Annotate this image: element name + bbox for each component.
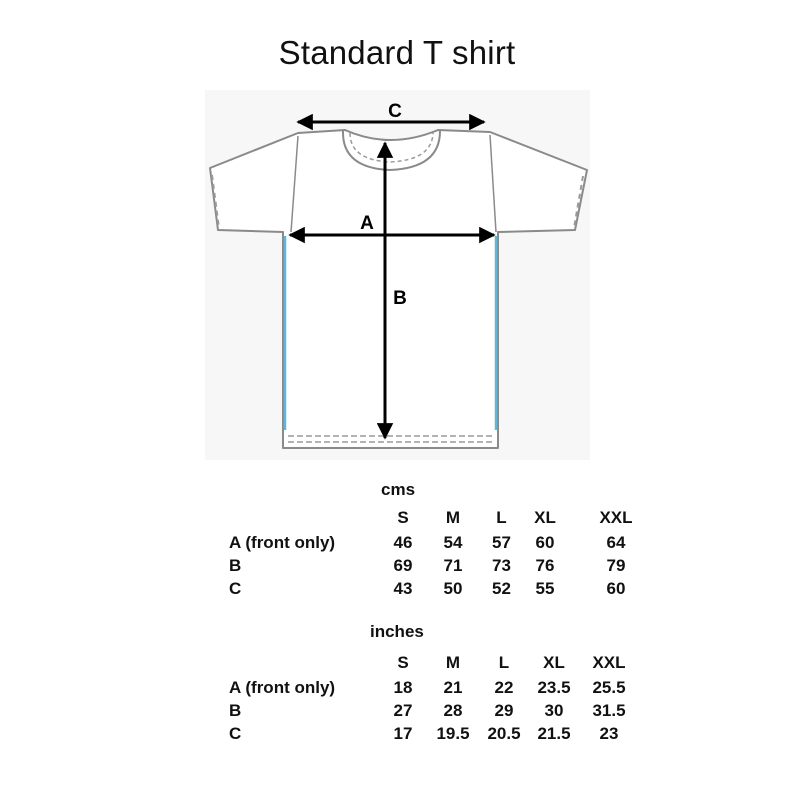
table-cell: 23 (599, 724, 619, 743)
measure-b-label: B (393, 288, 407, 309)
table-cell: 22 (494, 678, 514, 697)
table-cell: 64 (606, 533, 626, 552)
table-cell: 30 (544, 701, 564, 720)
table-cell: 71 (443, 556, 463, 575)
size-header: XXL (592, 653, 626, 672)
table-cell: 46 (393, 533, 413, 552)
table-cell: 50 (443, 579, 463, 598)
cms-size-table: S M L XL XXL A (front only) 46 54 57 60 … (229, 504, 666, 600)
table-cell: 27 (393, 701, 413, 720)
table-cell: 23.5 (537, 678, 571, 697)
table-cell: 73 (492, 556, 511, 575)
row-label: A (front only) (229, 678, 336, 697)
table-cell: 60 (535, 533, 555, 552)
table-cell: 31.5 (592, 701, 626, 720)
cms-unit-label: cms (381, 480, 416, 499)
table-cell: 60 (606, 579, 626, 598)
inches-unit-label: inches (370, 622, 424, 641)
table-row: A (front only) 18 21 22 23.5 25.5 (229, 676, 639, 699)
size-header: L (498, 653, 510, 672)
size-header: S (397, 653, 409, 672)
size-header: XL (543, 653, 565, 672)
row-label: A (front only) (229, 533, 336, 552)
row-label: B (229, 701, 242, 720)
size-header: XL (534, 508, 556, 527)
tshirt-collar-stitch (349, 132, 434, 163)
row-label: C (229, 724, 242, 743)
table-cell: 57 (492, 533, 511, 552)
right-armhole-seam (489, 134, 497, 233)
table-cell: 17 (393, 724, 413, 743)
table-cell: 79 (606, 556, 626, 575)
size-header: M (445, 653, 461, 672)
table-cell: 25.5 (592, 678, 626, 697)
size-header: L (496, 508, 507, 527)
table-row: B 27 28 29 30 31.5 (229, 699, 639, 722)
table-row: A (front only) 46 54 57 60 64 (229, 531, 666, 554)
header-spacer (229, 649, 379, 676)
measure-c-label: C (388, 101, 402, 122)
size-header: S (397, 508, 409, 527)
table-cell: 18 (393, 678, 413, 697)
table-cell: 43 (393, 579, 413, 598)
table-cell: 28 (443, 701, 463, 720)
size-header: XXL (599, 508, 633, 527)
table-cell: 20.5 (487, 724, 521, 743)
table-cell: 29 (494, 701, 514, 720)
table-cell: 54 (443, 533, 463, 552)
table-row: C 43 50 52 55 60 (229, 577, 666, 600)
row-label: B (229, 556, 242, 575)
table-cell: 52 (492, 579, 511, 598)
inches-size-table: S M L XL XXL A (front only) 18 21 22 23.… (229, 649, 639, 745)
measure-a-label: A (360, 213, 374, 234)
table-cell: 19.5 (436, 724, 470, 743)
size-header: M (445, 508, 461, 527)
table-cell: 69 (393, 556, 413, 575)
row-label: C (229, 579, 242, 598)
table-cell: 21 (443, 678, 463, 697)
table-header-row: S M L XL XXL (229, 649, 639, 676)
header-spacer (229, 504, 379, 531)
table-cell: 55 (535, 579, 555, 598)
table-cell: 76 (535, 556, 555, 575)
table-row: C 17 19.5 20.5 21.5 23 (229, 722, 639, 745)
left-armhole-seam (290, 135, 299, 233)
table-cell: 21.5 (537, 724, 571, 743)
table-row: B 69 71 73 76 79 (229, 554, 666, 577)
page-title: Standard T shirt (278, 34, 516, 71)
table-header-row: S M L XL XXL (229, 504, 666, 531)
